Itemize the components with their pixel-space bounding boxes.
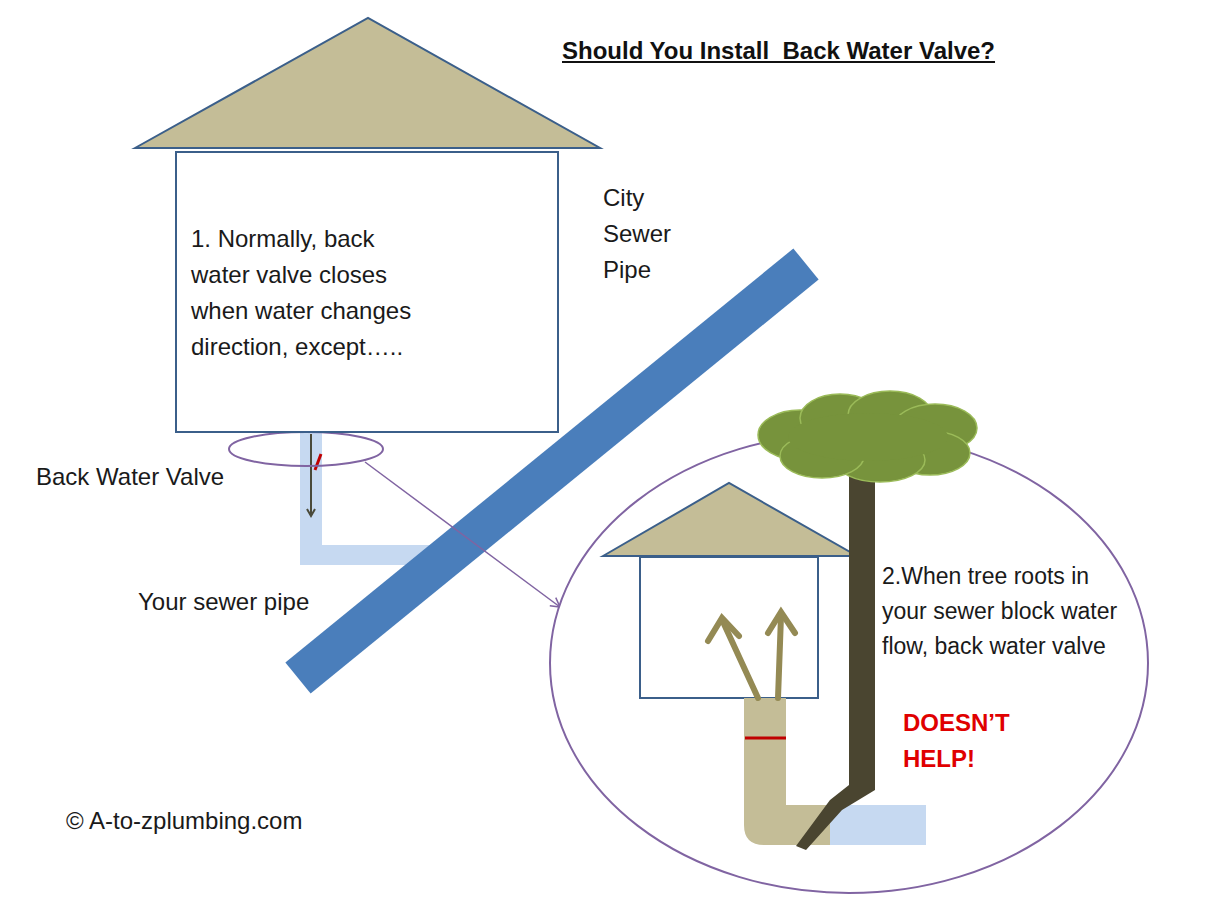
inset-circle xyxy=(550,433,1148,893)
backup-arrows xyxy=(708,612,795,698)
house-sewer-pipe xyxy=(300,432,440,565)
inset-circle: 2.When tree roots in your sewer block wa… xyxy=(550,433,1148,893)
flow-arrow xyxy=(310,434,312,516)
valve-highlight xyxy=(229,432,383,466)
small-house-roof xyxy=(603,483,857,556)
small-house-body xyxy=(640,557,818,698)
note-text: 2.When tree roots in your sewer block wa… xyxy=(882,559,1134,664)
pipe-label: Your sewer pipe xyxy=(138,584,368,620)
tree-trunk-roots xyxy=(796,440,875,850)
title: Should You Install Back Water Valve? xyxy=(562,36,995,66)
note-text: 1. Normally, back water valve closes whe… xyxy=(191,221,421,365)
copyright: © A-to-zplumbing.com xyxy=(66,803,386,839)
house-roof xyxy=(135,18,600,148)
warning-text: DOESN’T HELP! xyxy=(903,705,1033,777)
valve-flap xyxy=(315,454,321,470)
zoom-arrow xyxy=(365,462,560,607)
valve-label: Back Water Valve xyxy=(36,459,276,495)
valve-flap-closed xyxy=(745,737,786,740)
house-box: 1. Normally, back water valve closes whe… xyxy=(175,151,559,433)
tree-canopy xyxy=(758,391,977,482)
city-pipe-stub xyxy=(830,805,926,845)
pipe-label: City Sewer Pipe xyxy=(603,180,703,288)
